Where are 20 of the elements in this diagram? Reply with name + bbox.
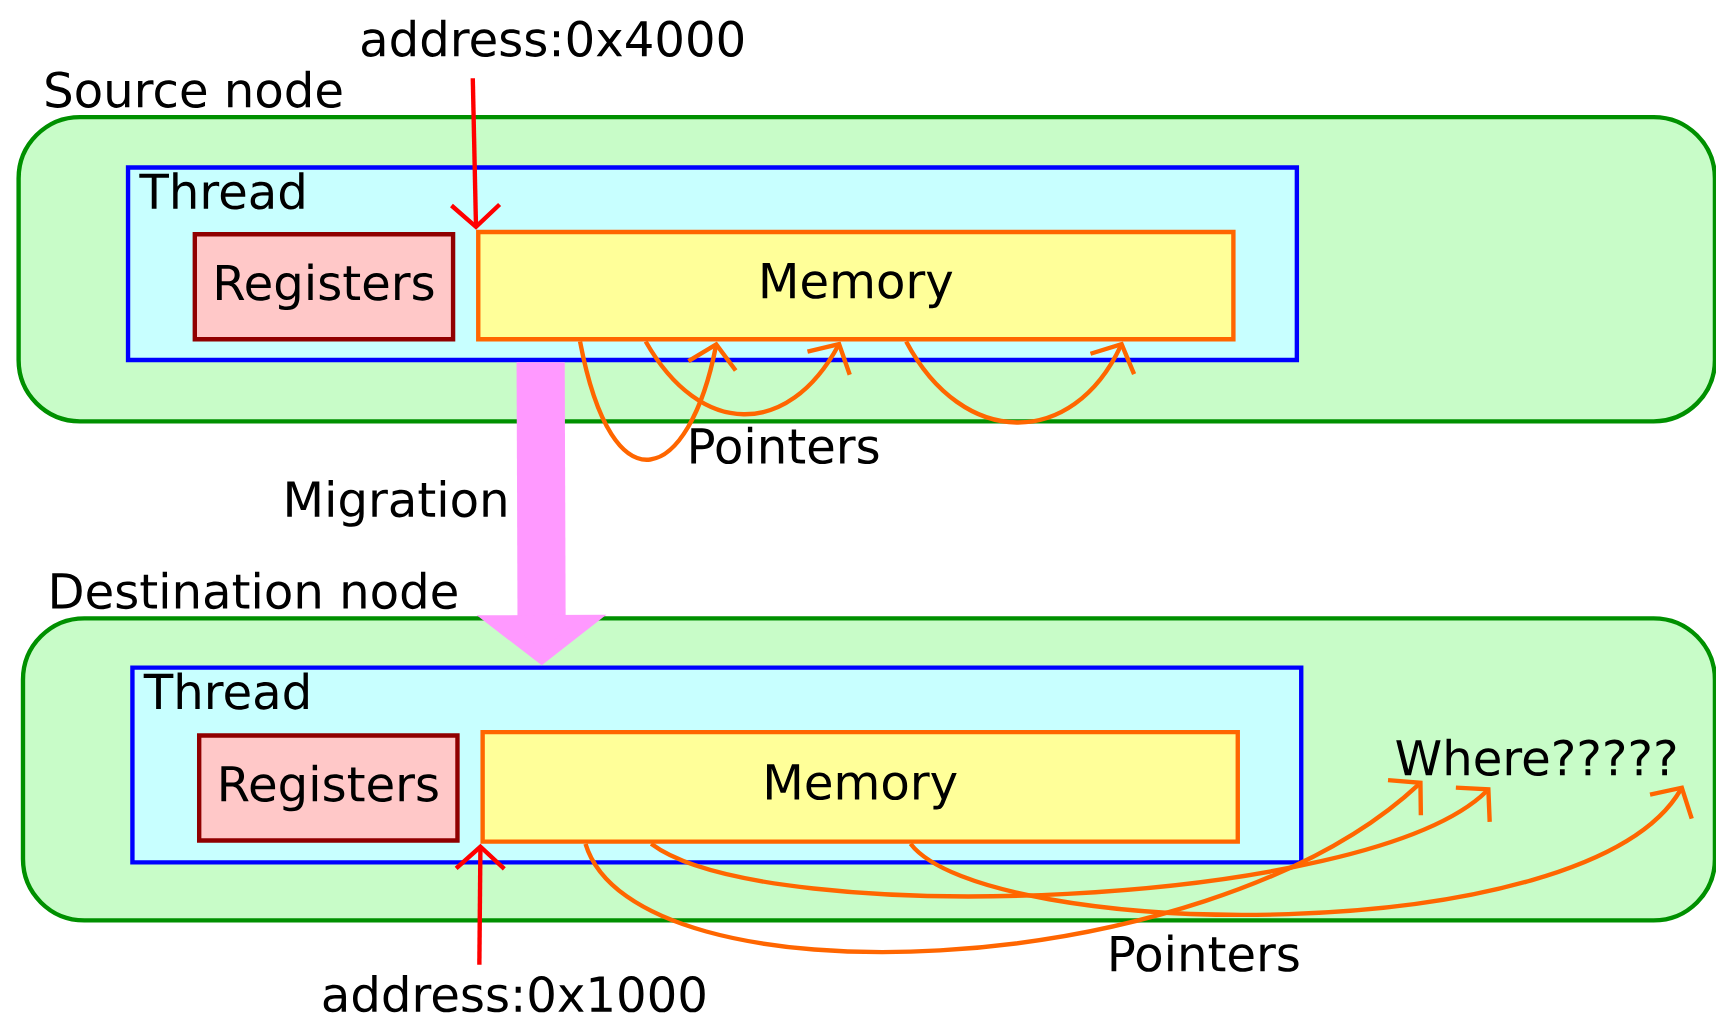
pointer-arrow [904,340,1137,425]
pointer-arrow [643,340,852,417]
memory-box: Memory [480,730,1240,844]
question-text: Where????? [1396,738,1676,777]
address-arrow [450,78,502,231]
node-label: Destination node [52,572,457,610]
memory-box: Memory [476,230,1236,342]
registers-box: Registers [192,232,456,342]
pointers-label: Pointers [691,427,879,465]
address-label: address:0x1000 [323,975,705,1013]
node-label: Source node [46,70,342,109]
edge-label: Migration [287,480,506,527]
pointers-label: Pointers [1111,934,1299,973]
pointer-arrow [650,785,1492,899]
pointer-arrow [583,778,1424,955]
pointer-arrow [909,785,1694,917]
address-arrow [454,844,506,966]
registers-box: Registers [197,733,460,843]
pointer-arrow [577,341,738,462]
address-label: address:0x4000 [362,19,744,58]
